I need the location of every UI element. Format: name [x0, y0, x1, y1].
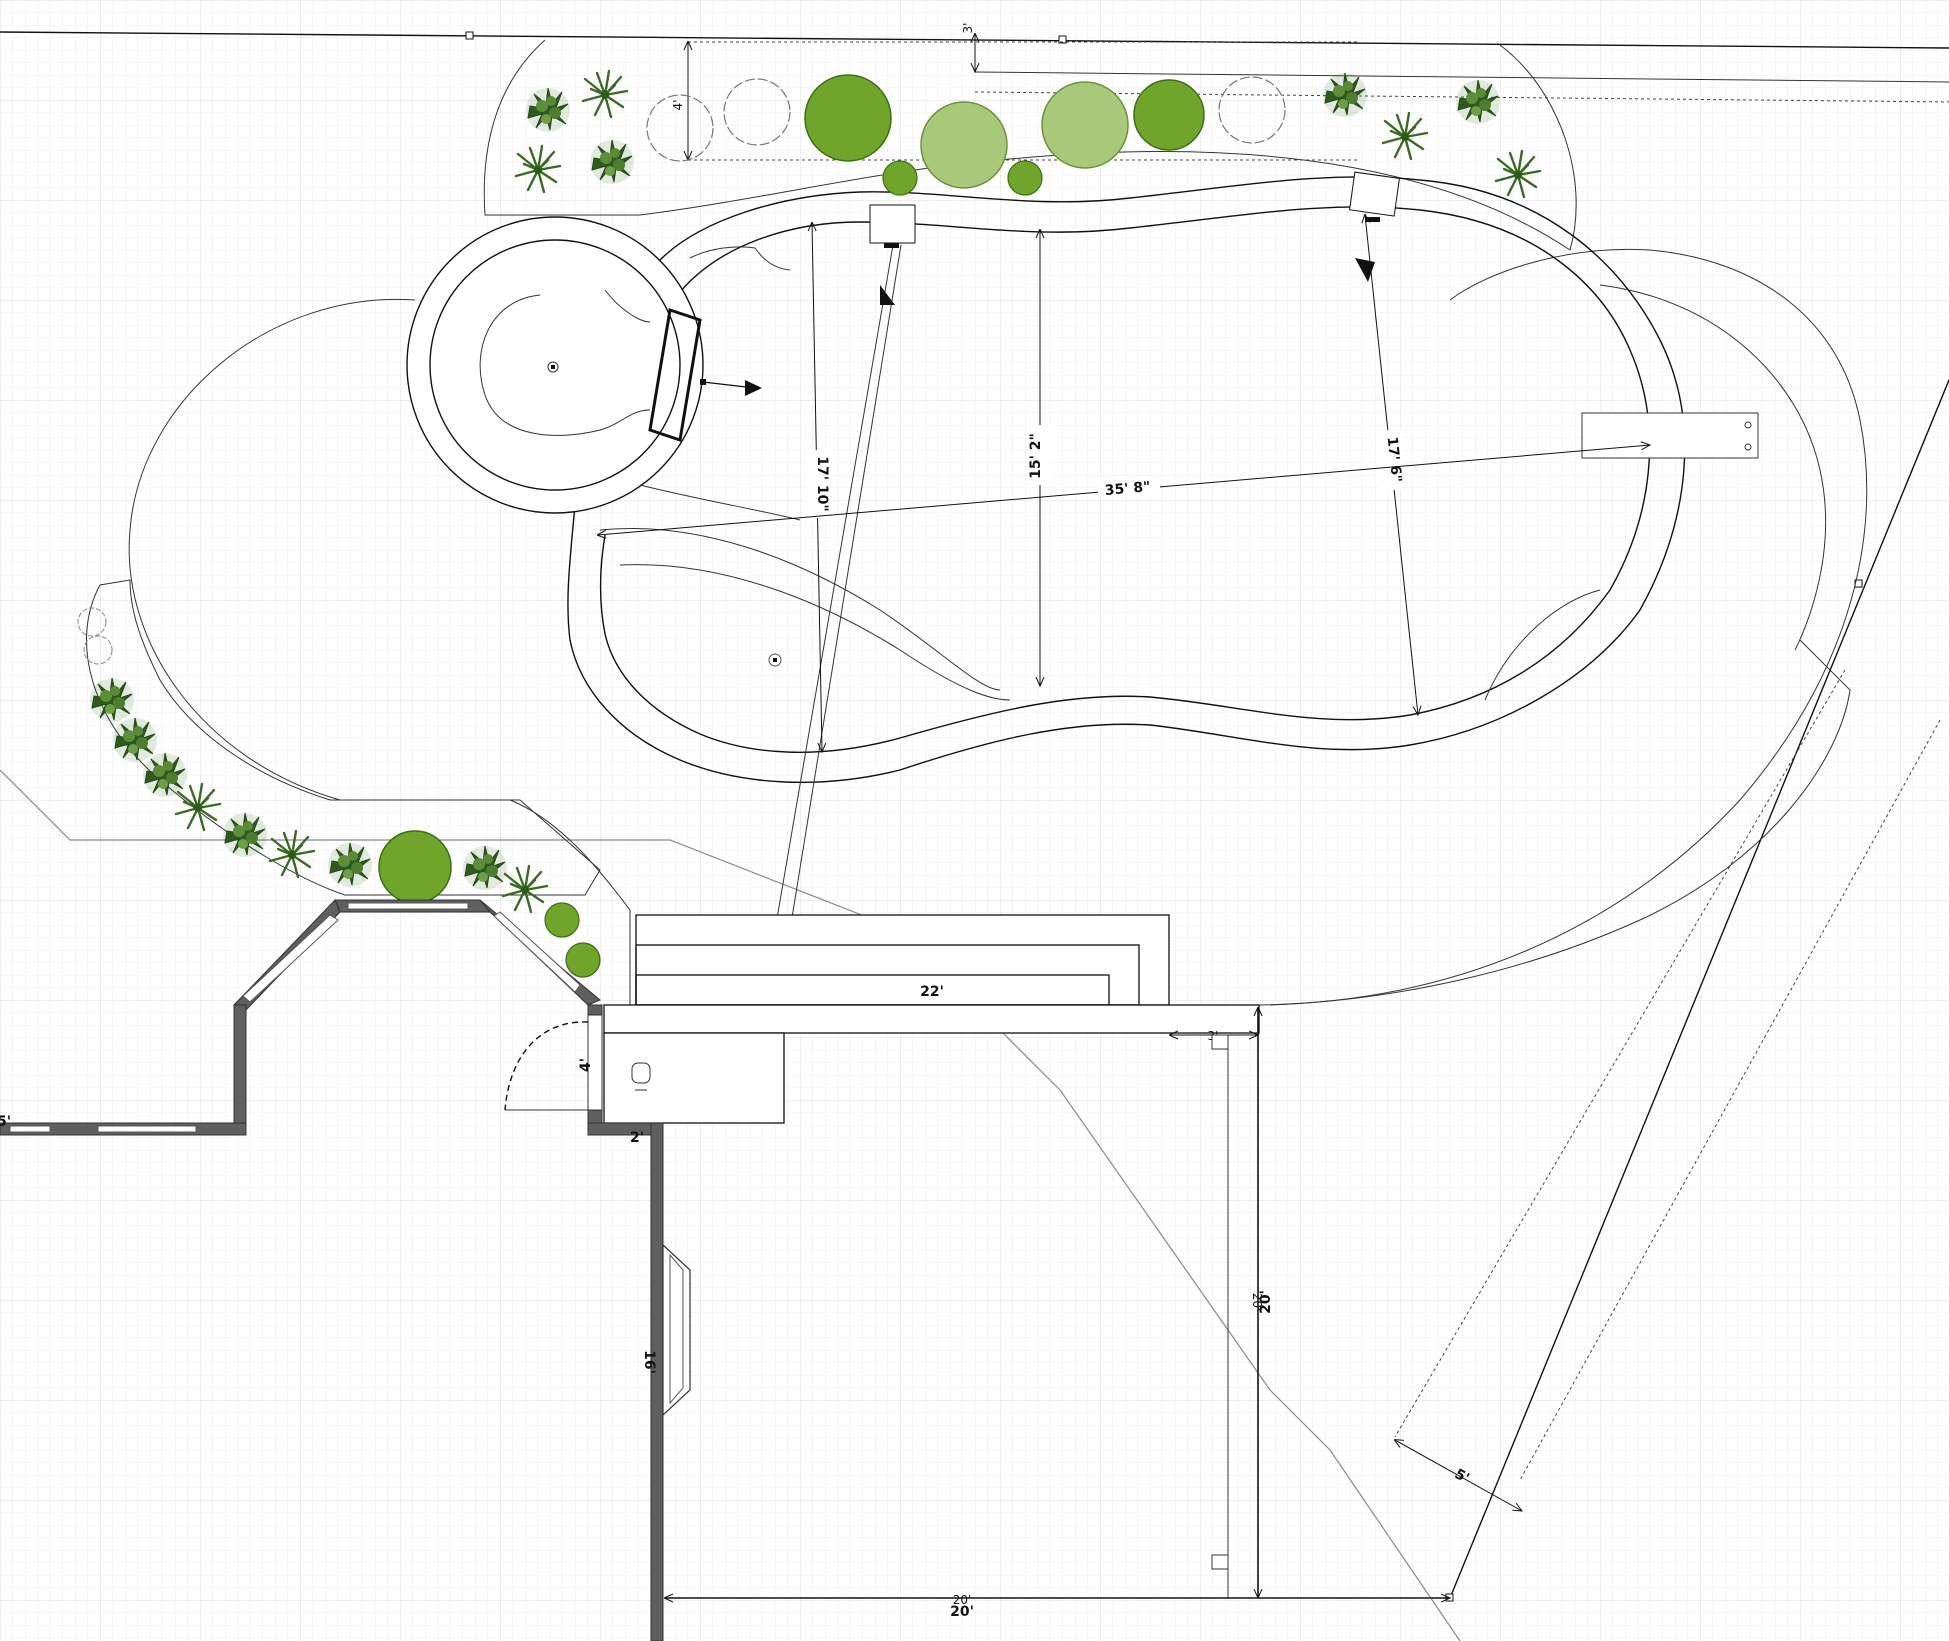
planting-left-bed: [77, 607, 601, 978]
door-icon[interactable]: 4': [504, 1021, 594, 1111]
shrub-icon: [462, 845, 508, 891]
shrub-icon: [525, 87, 571, 133]
tree-icon: [920, 101, 1008, 189]
dimension-pool-length: 35' 8": [598, 445, 1650, 535]
tree-icon: [723, 78, 791, 146]
dim-label-patio-depth-ghost: 20': [1250, 1293, 1264, 1312]
dim-label-planter-width: 4': [671, 100, 685, 111]
shrub-icon: [589, 139, 635, 185]
planting-back-row: [514, 69, 1542, 199]
dim-label-house-wall: 16': [641, 1350, 657, 1374]
dim-label-steps-length: 22': [920, 984, 944, 1000]
patio-steps[interactable]: 22': [635, 914, 1170, 1006]
skimmer[interactable]: [869, 171, 1400, 244]
tree-icon: [1218, 76, 1286, 144]
tree-icon: [1133, 79, 1205, 151]
shrub-icon: [142, 752, 188, 798]
dim-label-pool-width-mid: 15' 2": [1028, 433, 1044, 479]
tree-icon: [646, 94, 714, 162]
tree-icon: [565, 942, 601, 978]
pool-bench-step: [619, 564, 1011, 701]
tree-icon: [1041, 81, 1129, 169]
dim-label-patio-width: 20': [950, 1604, 974, 1620]
dim-label-door-width: 4': [578, 1058, 594, 1072]
diving-board-icon[interactable]: [1581, 412, 1759, 459]
drain-icon: [768, 653, 782, 667]
tree-icon: [804, 74, 892, 162]
spa-spillway: [689, 246, 791, 271]
tree-icon: [1007, 160, 1043, 196]
pool-coping-outer: [567, 176, 1686, 784]
dim-label-patio-depth: 20': [1258, 1290, 1274, 1314]
dimension-top-setback: 3': [961, 23, 975, 72]
dim-label-pool-length: 35' 8": [1104, 479, 1151, 499]
pool-sunshelf: [1484, 589, 1601, 701]
tree-icon: [544, 902, 580, 938]
dimension-planter-width: 4': [671, 42, 688, 160]
spa[interactable]: [406, 216, 762, 514]
planter-bed-back: [483, 39, 1577, 251]
tree-icon: [882, 160, 918, 196]
lawn-area: [128, 248, 1868, 1006]
lawn-edge: [1269, 284, 1851, 1006]
dim-label-top-setback: 3': [961, 23, 975, 34]
tree-icon: [83, 635, 113, 665]
dim-label-patio-width-ghost: 20': [953, 1593, 972, 1607]
house-outline: [0, 899, 691, 1641]
dim-label-pool-width-left: 17' 10": [814, 456, 830, 511]
grill-icon[interactable]: [631, 1062, 651, 1091]
dimension-diagonal-offset: 5': [1395, 1440, 1522, 1511]
dimension-patio-depth: 20' 20': [1211, 1008, 1274, 1598]
dim-label-corner-wall: 2': [630, 1130, 644, 1146]
shrub-icon: [89, 677, 135, 723]
shrub-icon: [1455, 79, 1501, 125]
shrub-icon: [327, 842, 373, 888]
dimension-patio-width: 20' 20': [665, 1593, 1450, 1620]
dim-label-diagonal-offset: 5': [1452, 1466, 1472, 1487]
shrub-icon: [1322, 72, 1368, 118]
dim-label-edge-fragment: 5': [0, 1114, 11, 1130]
shrub-icon: [222, 812, 268, 858]
pool-water-edge[interactable]: [599, 206, 1651, 753]
tree-icon: [77, 607, 107, 637]
shrub-icon: [112, 717, 158, 763]
tree-icon: [378, 830, 452, 904]
